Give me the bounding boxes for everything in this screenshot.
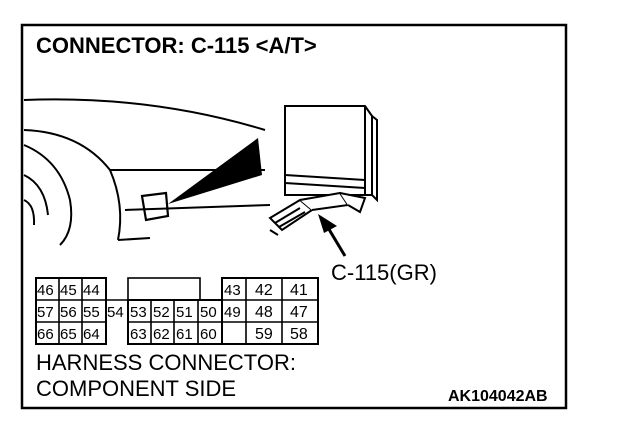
caption-line-1: HARNESS CONNECTOR: — [36, 350, 296, 375]
pin-label: 58 — [290, 326, 308, 343]
connector-face — [35, 277, 319, 345]
pin-label: 57 — [37, 304, 54, 321]
pin-label: 56 — [60, 304, 77, 321]
pin-label: 63 — [130, 326, 147, 343]
pin-label: 59 — [255, 326, 273, 343]
pin-label: 61 — [176, 326, 193, 343]
pin-label: 54 — [107, 304, 124, 321]
pin-label: 47 — [290, 304, 308, 321]
dashboard-illustration — [23, 98, 271, 246]
pin-label: 60 — [200, 326, 217, 343]
pin-label: 55 — [83, 304, 100, 321]
pin-label: 45 — [60, 282, 77, 299]
callout-wedge — [168, 138, 262, 204]
pin-label: 44 — [83, 282, 100, 299]
pin-label: 43 — [224, 282, 241, 299]
pin-label: 65 — [60, 326, 77, 343]
caption-line-2: COMPONENT SIDE — [36, 376, 236, 401]
pin-label: 64 — [83, 326, 100, 343]
diagram-frame — [20, 23, 568, 410]
pin-label: 51 — [176, 304, 193, 321]
harness-connector-plug — [268, 191, 367, 236]
pin-label: 46 — [37, 282, 54, 299]
figure-code: AK104042AB — [448, 388, 548, 405]
pin-label: 41 — [290, 282, 308, 299]
pin-label: 48 — [255, 304, 273, 321]
control-unit — [284, 105, 378, 203]
callout-arrow — [318, 214, 347, 257]
pin-label: 49 — [224, 304, 241, 321]
pin-labels: 46 45 44 57 56 55 54 66 65 64 53 52 51 5… — [37, 282, 308, 343]
pin-label: 50 — [200, 304, 217, 321]
pin-label: 66 — [37, 326, 54, 343]
pin-label: 53 — [130, 304, 147, 321]
pin-label: 52 — [153, 304, 170, 321]
pin-label: 62 — [153, 326, 170, 343]
pin-label: 42 — [255, 282, 273, 299]
diagram-title: CONNECTOR: C-115 <A/T> — [36, 33, 317, 58]
callout-label: C-115(GR) — [331, 260, 437, 285]
